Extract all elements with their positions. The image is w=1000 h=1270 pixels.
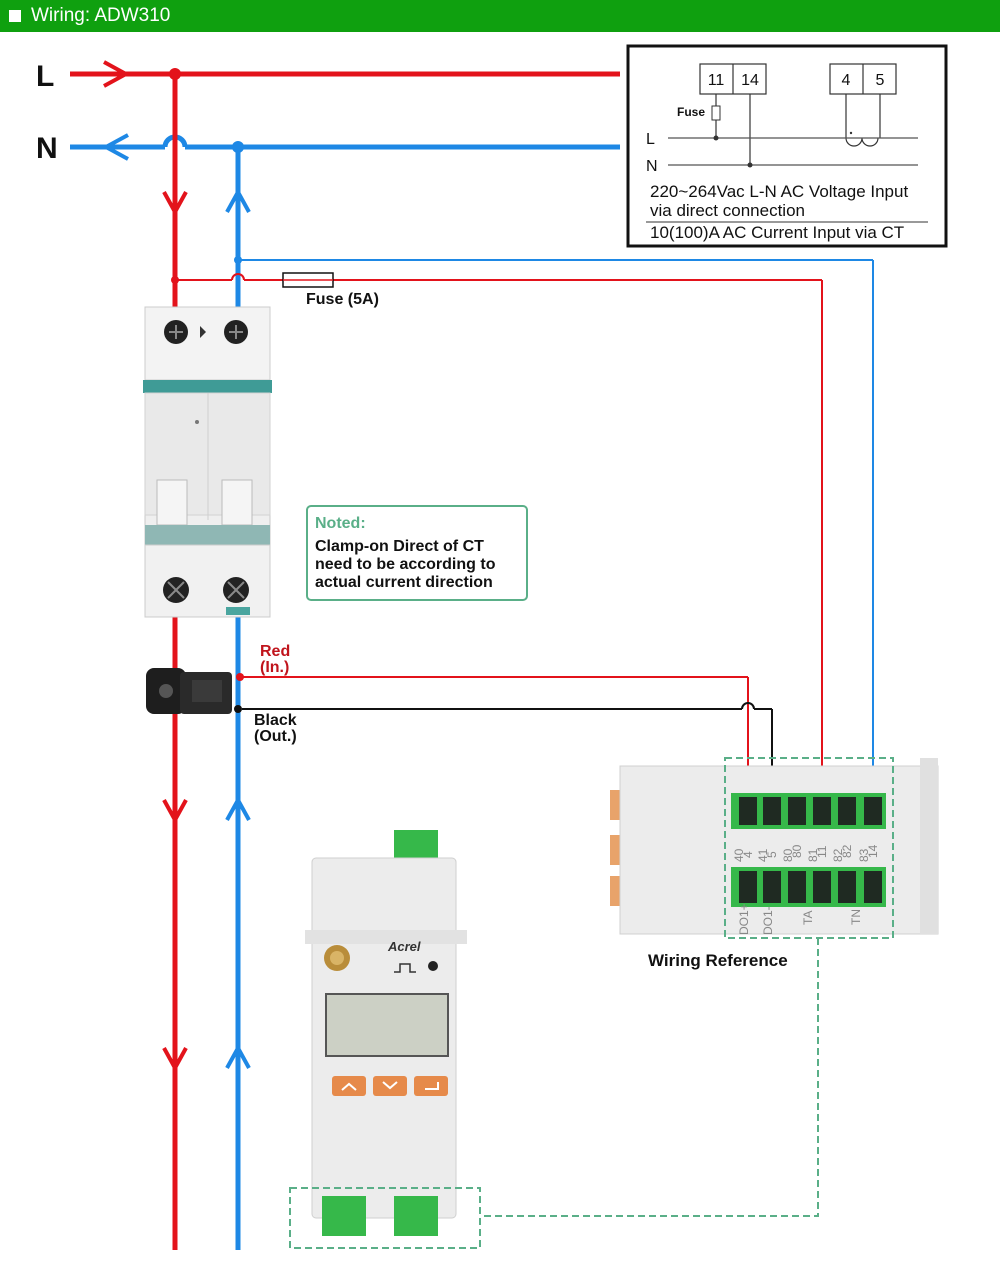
terminal-top-number: 4 <box>741 851 755 858</box>
page-title: Wiring: ADW310 <box>31 5 171 26</box>
inset-n-label: N <box>646 158 658 175</box>
neutral-line <box>70 133 620 161</box>
inset-l-label: L <box>646 131 655 148</box>
terminal-block <box>610 757 939 939</box>
terminal-top-number: 11 <box>815 845 829 858</box>
terminal-top-number: 5 <box>765 851 779 858</box>
terminal-pin-top-5 <box>864 797 882 825</box>
terminal-top-number: 80 <box>790 844 804 858</box>
live-line <box>70 60 620 88</box>
terminal-pin-top-4 <box>838 797 856 825</box>
terminal-pin-bottom-3 <box>813 871 831 903</box>
fuse-label: Fuse (5A) <box>306 291 379 308</box>
inset-terminal-4: 4 <box>842 72 851 89</box>
meter-down-button[interactable] <box>373 1076 407 1096</box>
inset-terminal-5: 5 <box>876 72 885 89</box>
terminal-pin-top-2 <box>788 797 806 825</box>
terminal-bottom-number: 40 <box>732 848 746 862</box>
reference-connector <box>480 938 819 1217</box>
live-vertical <box>162 74 188 1250</box>
note-line1: Clamp-on Direct of CT <box>315 538 484 555</box>
meter-brand: Acrel <box>387 939 421 954</box>
terminal-bottom-number: 81 <box>806 848 820 862</box>
circuit-breaker <box>143 306 272 618</box>
tb-label-do1minus: DO1- <box>761 906 775 935</box>
header-bar: Wiring: ADW310 <box>0 0 1000 32</box>
neutral-label: N <box>36 132 58 165</box>
inset-text-line2: via direct connection <box>650 201 805 220</box>
tb-label-do1plus: DO1+ <box>737 903 751 935</box>
terminal-pin-bottom-5 <box>864 871 882 903</box>
note-line2: need to be according to <box>315 556 496 573</box>
terminal-bottom-number: 83 <box>857 848 871 862</box>
terminal-pin-bottom-1 <box>763 871 781 903</box>
ct-black-label: Black <box>254 712 297 729</box>
ct-black-sub: (Out.) <box>254 728 297 745</box>
tb-label-ta: TA <box>801 911 815 925</box>
neutral-vertical <box>225 147 251 1250</box>
wiring-reference-label: Wiring Reference <box>648 951 788 970</box>
terminal-bottom-number: 41 <box>756 848 770 862</box>
terminal-pins <box>739 797 882 903</box>
terminal-pin-top-1 <box>763 797 781 825</box>
inset-text-line1: 220~264Vac L-N AC Voltage Input <box>650 182 908 201</box>
terminal-bottom-number: 82 <box>831 848 845 862</box>
terminal-pin-bottom-4 <box>838 871 856 903</box>
inset-terminal-11: 11 <box>708 72 725 89</box>
note-line3: actual current direction <box>315 574 493 591</box>
terminal-pin-top-3 <box>813 797 831 825</box>
note-box: Noted: Clamp-on Direct of CT need to be … <box>306 505 528 601</box>
terminal-bottom-numbers: 40 41 80 81 82 83 <box>732 848 871 862</box>
terminal-top-number: 14 <box>866 844 880 858</box>
ct-red-label: Red <box>260 643 290 660</box>
voltage-wires <box>171 256 874 800</box>
inset-fuse-label: Fuse <box>677 105 705 119</box>
terminal-pin-bottom-2 <box>788 871 806 903</box>
square-icon <box>9 10 21 22</box>
note-title: Noted: <box>315 515 366 532</box>
terminal-top-numbers: 4 5 80 11 82 14 <box>741 844 880 858</box>
fuse-symbol <box>282 272 334 288</box>
meter-enter-button[interactable] <box>414 1076 448 1096</box>
terminal-top-number: 82 <box>840 844 854 858</box>
terminal-bottom-labels: DO1+ DO1- TA TN <box>737 903 863 935</box>
terminal-pin-bottom-0 <box>739 871 757 903</box>
ct-red-sub: (In.) <box>260 659 289 676</box>
tb-label-tn: TN <box>849 909 863 925</box>
inset-terminal-14: 14 <box>741 72 759 89</box>
terminal-pin-top-0 <box>739 797 757 825</box>
inset-box: 11 14 4 5 Fuse L N 220~264Vac L-N AC Vol… <box>626 44 948 248</box>
live-label: L <box>36 60 54 93</box>
energy-meter: Acrel <box>289 830 481 1249</box>
meter-up-button[interactable] <box>332 1076 366 1096</box>
inset-text-line3: 10(100)A AC Current Input via CT <box>650 223 904 242</box>
terminal-bottom-number: 80 <box>781 848 795 862</box>
ct-clamp <box>146 668 232 714</box>
